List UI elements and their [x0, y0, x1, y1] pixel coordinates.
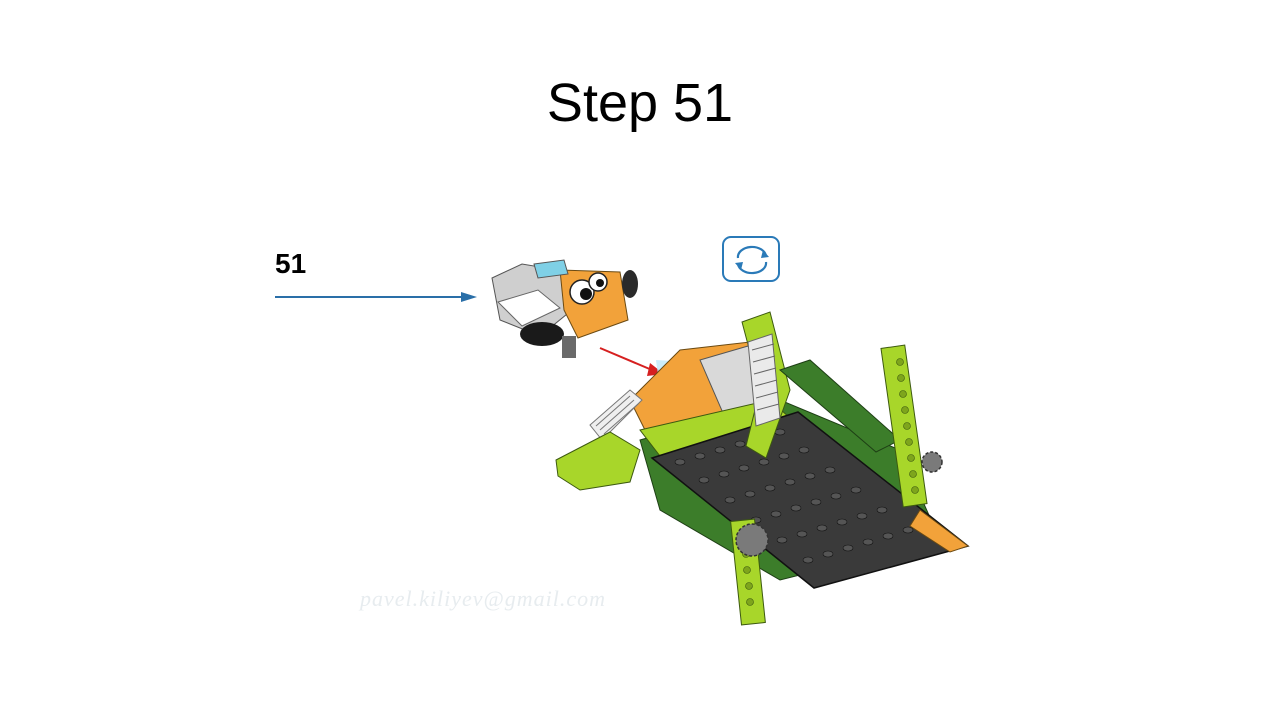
rotate-model-button[interactable]	[722, 236, 780, 282]
main-model-body	[555, 311, 970, 626]
rotate-model-icon	[735, 245, 769, 275]
arrow-right-icon	[275, 292, 477, 302]
insertion-arrow	[599, 347, 653, 371]
lego-model-illustration	[491, 259, 970, 626]
page-title: Step 51	[546, 73, 734, 133]
eye-module-subassembly	[491, 259, 638, 358]
watermark-text: pavel.kiliyev@gmail.com	[360, 586, 607, 611]
step-number-label: 51	[275, 248, 307, 279]
